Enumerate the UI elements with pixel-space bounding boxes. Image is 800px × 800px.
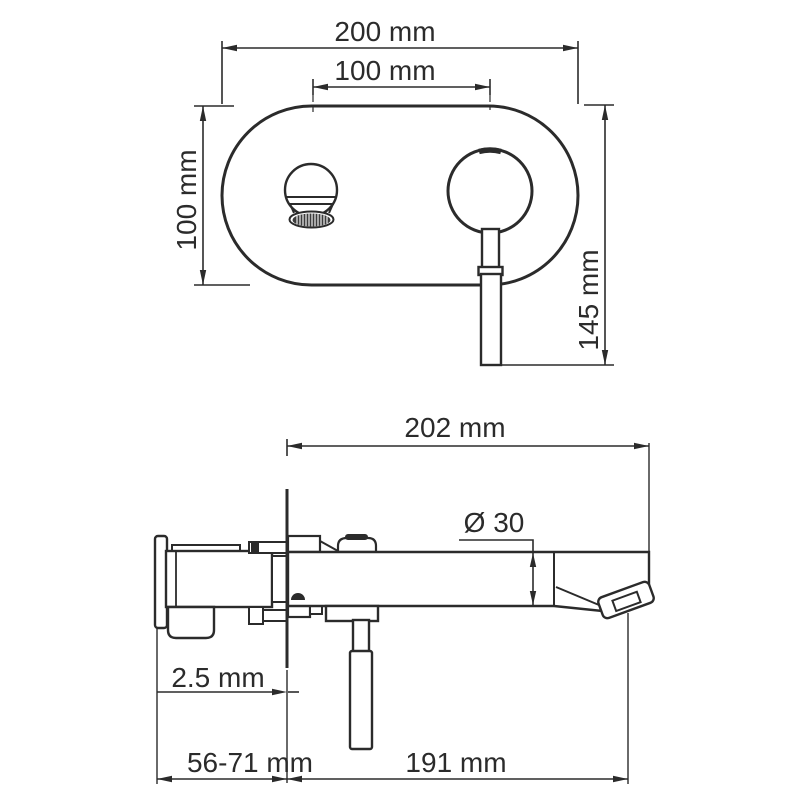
spout-front [283,162,339,229]
aerator-tip [597,580,655,620]
valve-body [153,534,288,640]
dim-total-depth: 202 mm [286,412,650,552]
dim-hole-spacing: 100 mm [312,55,491,112]
dim-plate-height: 100 mm [171,105,250,286]
handle-front [446,147,534,367]
handle-side [324,604,380,751]
dim-label-handle-drop: 145 mm [573,249,604,350]
dim-spout-diameter: Ø 30 [459,507,537,605]
dim-wall-gap: 2.5 mm [157,662,299,696]
set-screw-dot [291,593,305,600]
dim-label-spout-reach: 191 mm [405,747,506,778]
dim-label-total-depth: 202 mm [404,412,505,443]
spout-side [286,550,655,620]
dim-label-wall-gap: 2.5 mm [171,662,264,693]
front-view: 200 mm 100 mm 100 mm [171,16,614,367]
dim-label-spout-diameter: Ø 30 [464,507,525,538]
side-view: 202 mm Ø 30 2.5 mm 56-71 mm 19 [153,412,655,784]
dim-handle-drop: 145 mm [502,104,614,366]
dim-label-recess-range: 56-71 mm [187,747,313,778]
dim-label-plate-width: 200 mm [334,16,435,47]
dim-bottom-row: 56-71 mm 191 mm [156,613,629,784]
dim-label-plate-height: 100 mm [171,149,202,250]
dim-label-hole-spacing: 100 mm [334,55,435,86]
dim-plate-width: 200 mm [221,16,579,104]
